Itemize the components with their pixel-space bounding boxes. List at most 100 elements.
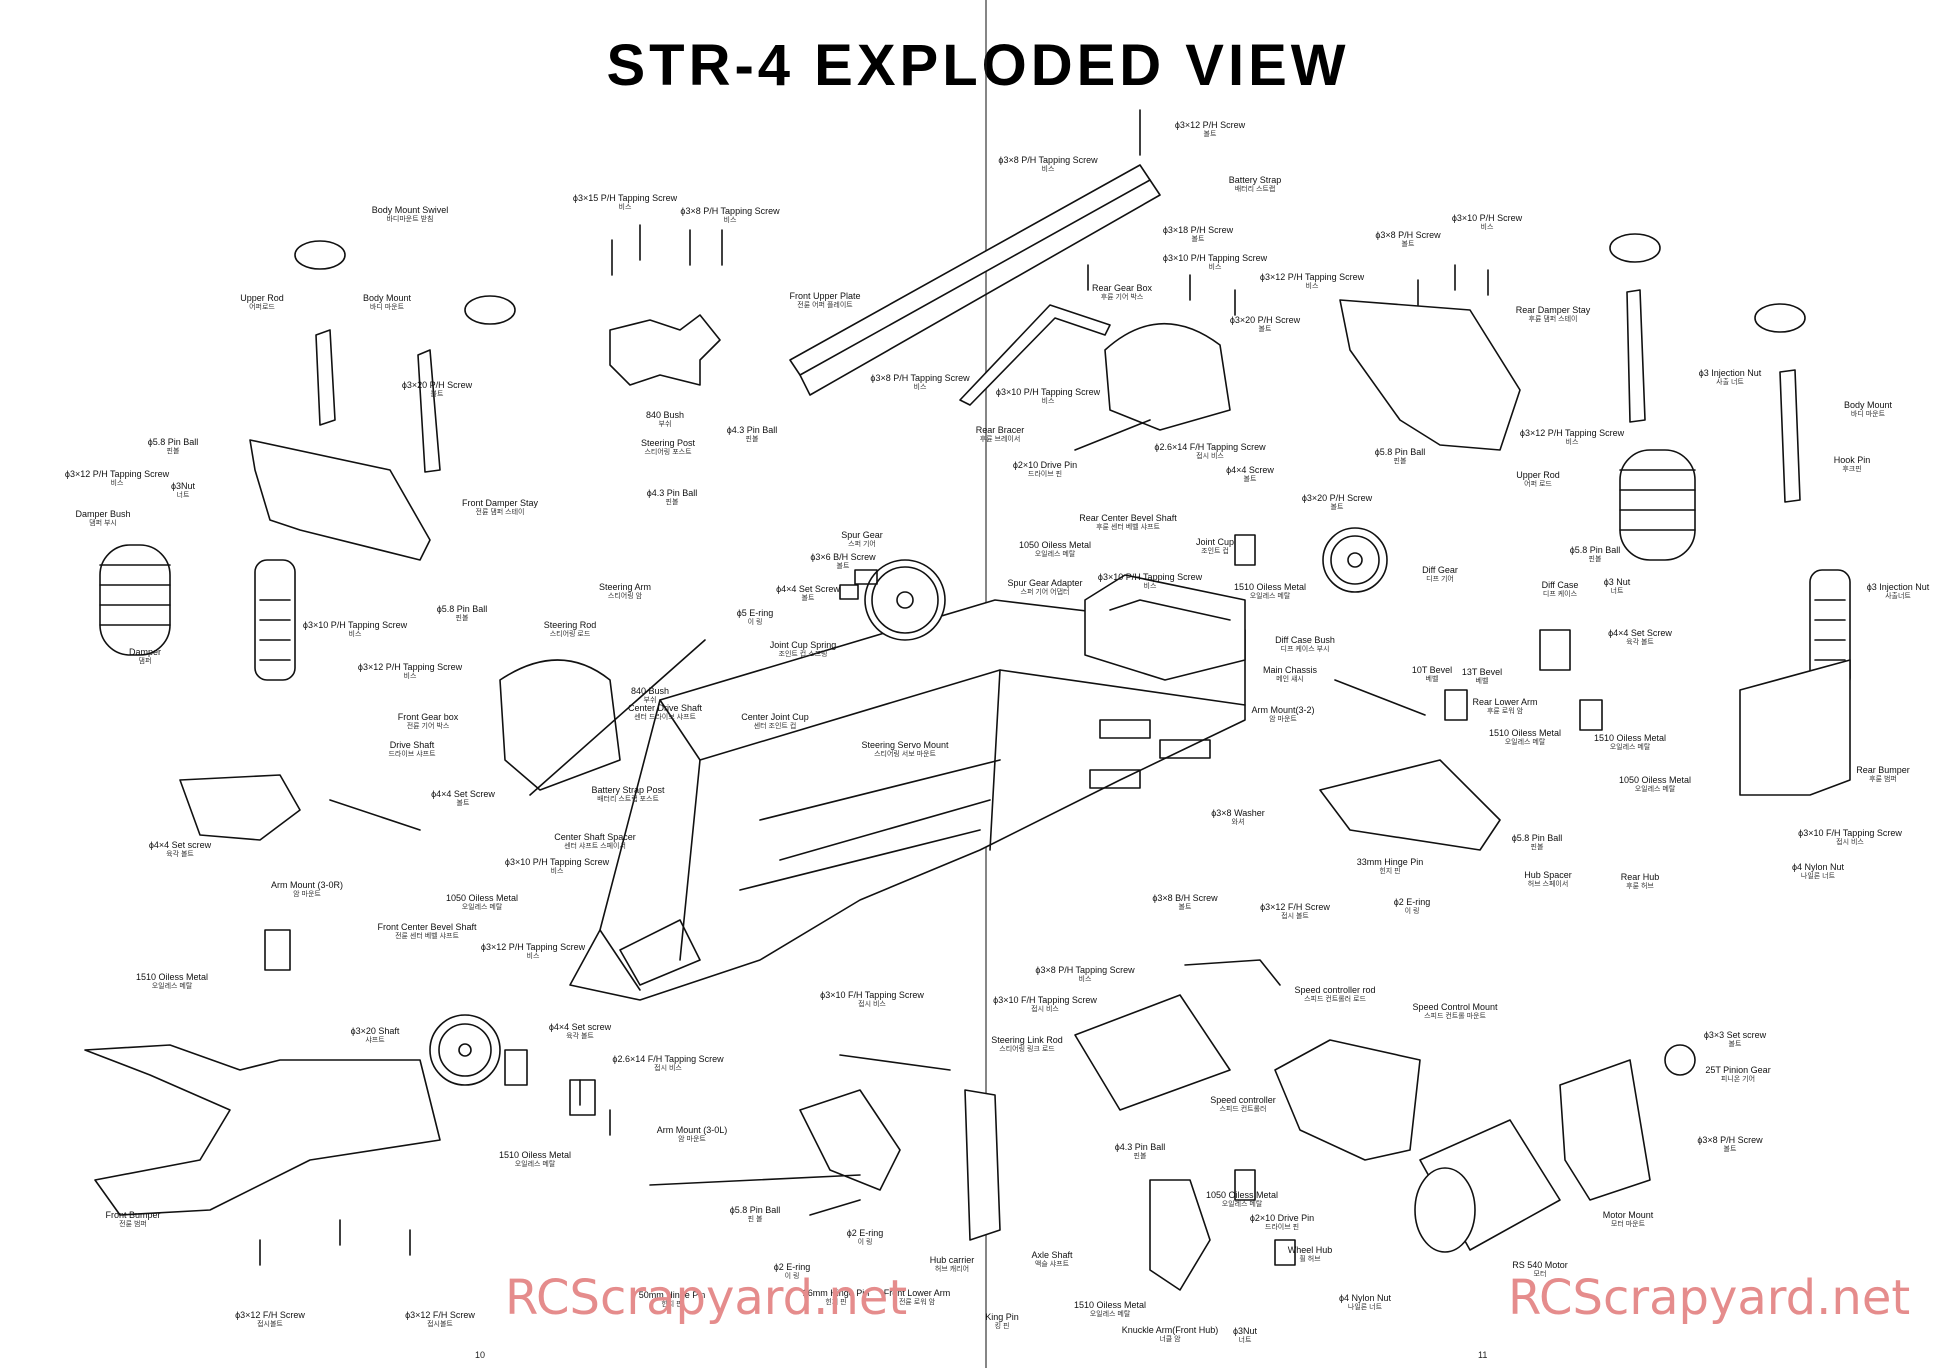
label-arm-mount-32: Arm Mount(3-2)암 마운트 — [1251, 705, 1315, 723]
body-mount-left-drawing — [315, 329, 441, 473]
rear-center-bevel-shaft-drawing — [1074, 419, 1151, 451]
small-parts-drawing — [264, 534, 1603, 1266]
hinge-pin-26mm-drawing — [809, 1199, 861, 1216]
body-mount-swivel-3-drawing — [1609, 233, 1661, 263]
front-damper-drawing — [99, 544, 171, 656]
front-bumper-drawing — [84, 1044, 441, 1216]
rear-gear-box-drawing — [1104, 322, 1231, 431]
rear-lower-arm-drawing — [1319, 759, 1501, 851]
pinion-gear-drawing — [1664, 1044, 1696, 1076]
drive-shaft-left-drawing — [329, 799, 421, 831]
speed-controller-drawing — [1074, 994, 1231, 1111]
front-lower-arm-left-drawing — [179, 774, 301, 841]
rear-bumper-drawing — [1739, 659, 1851, 796]
body-mount-swivel-4-drawing — [1754, 303, 1806, 333]
speed-controller-rod-drawing — [1184, 959, 1281, 986]
watermark-left: RCScrapyard.net — [505, 1270, 908, 1326]
knuckle-arm-drawing — [1149, 1179, 1211, 1291]
body-mount-right-drawing — [1626, 289, 1801, 503]
front-diff-gear-drawing — [429, 1014, 501, 1086]
rear-bracer-drawing — [959, 304, 1111, 406]
center-drive-shaft-drawing — [529, 639, 706, 796]
label-knuckle-arm: Knuckle Arm(Front Hub)너클 암 — [1121, 1325, 1219, 1343]
